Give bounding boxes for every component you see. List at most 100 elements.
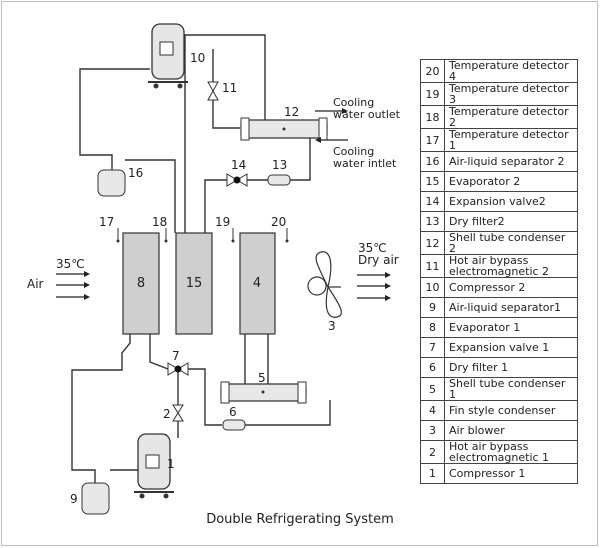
- shell-tube-condenser-1: 5: [220, 371, 307, 404]
- legend-number: 8: [420, 317, 445, 338]
- label-12: 12: [284, 105, 299, 119]
- legend-number: 10: [420, 277, 445, 298]
- legend-number: 7: [420, 337, 445, 358]
- cooling-outlet-label-2: water outlet: [333, 108, 401, 121]
- legend-component-name: Expansion valve2: [444, 191, 578, 212]
- diagram-title: Double Refrigerating System: [206, 512, 394, 527]
- dry-air-outlet: 35℃ Dry air: [357, 241, 399, 301]
- legend-component-name: Air blower: [444, 420, 578, 441]
- legend-number: 13: [420, 211, 445, 232]
- evaporator-2: 15: [175, 232, 213, 335]
- legend-number: 17: [420, 128, 445, 152]
- legend-number: 6: [420, 357, 445, 378]
- legend-component-name: Air-liquid separator1: [444, 297, 578, 318]
- air-outlet-temp: 35℃: [358, 241, 387, 255]
- bypass-valve-2: 11: [207, 81, 237, 101]
- label-20: 20: [271, 215, 286, 229]
- legend-number: 19: [420, 82, 445, 106]
- dry-filter-2: 13: [267, 158, 291, 186]
- label-11: 11: [222, 81, 237, 95]
- legend-number: 4: [420, 400, 445, 421]
- legend-number: 5: [420, 377, 445, 401]
- legend-component-name: Evaporator 1: [444, 317, 578, 338]
- compressor-1: 1: [134, 433, 175, 499]
- legend-component-name: Fin style condenser: [444, 400, 578, 421]
- legend-component-name: Temperature detector 3: [444, 82, 578, 106]
- label-6: 6: [229, 405, 237, 419]
- legend-component-name: Hot air bypass electromagnetic 1: [444, 440, 578, 464]
- legend-number: 11: [420, 254, 445, 278]
- label-10: 10: [190, 51, 205, 65]
- legend-component-name: Temperature detector 4: [444, 59, 578, 83]
- legend-component-name: Evaporator 2: [444, 171, 578, 192]
- legend-number: 14: [420, 191, 445, 212]
- label-7: 7: [172, 349, 180, 363]
- label-13: 13: [272, 158, 287, 172]
- label-18: 18: [152, 215, 167, 229]
- evaporator-1: 8: [122, 232, 160, 335]
- legend-component-name: Dry filter2: [444, 211, 578, 232]
- label-9: 9: [70, 492, 78, 506]
- legend-number: 3: [420, 420, 445, 441]
- legend-number: 15: [420, 171, 445, 192]
- label-19: 19: [215, 215, 230, 229]
- expansion-valve-1: 7: [167, 349, 189, 376]
- legend-number: 1: [420, 463, 445, 484]
- label-3: 3: [328, 319, 336, 333]
- expansion-valve-2: 14: [226, 158, 248, 187]
- dry-air-label: Dry air: [358, 253, 399, 267]
- legend-component-name: Shell tube condenser 2: [444, 231, 578, 255]
- legend-number: 18: [420, 105, 445, 129]
- fin-style-condenser: 4: [239, 232, 276, 335]
- legend-component-name: Dry filter 1: [444, 357, 578, 378]
- pipes-system-1: [71, 334, 331, 483]
- air-liquid-separator-2: 16: [97, 166, 143, 197]
- legend-number: 16: [420, 151, 445, 172]
- label-5: 5: [258, 371, 266, 385]
- dry-filter-1: 6: [222, 405, 246, 431]
- legend-number: 20: [420, 59, 445, 83]
- cooling-inlet-label-1: Cooling: [333, 145, 374, 158]
- legend-number: 12: [420, 231, 445, 255]
- legend-component-name: Compressor 1: [444, 463, 578, 484]
- air-inlet: 35℃ Air: [27, 257, 90, 300]
- label-8: 8: [137, 276, 145, 291]
- air-inlet-temp: 35℃: [56, 257, 85, 271]
- label-4: 4: [253, 276, 261, 291]
- air-blower: 3: [307, 251, 342, 333]
- label-16: 16: [128, 166, 143, 180]
- legend-number: 2: [420, 440, 445, 464]
- legend-component-name: Hot air bypass electromagnetic 2: [444, 254, 578, 278]
- legend-number: 9: [420, 297, 445, 318]
- legend-component-name: Air-liquid separator 2: [444, 151, 578, 172]
- label-17: 17: [99, 215, 114, 229]
- bypass-valve-1: 2: [163, 404, 184, 422]
- legend-component-name: Expansion valve 1: [444, 337, 578, 358]
- compressor-2: 10: [148, 23, 205, 89]
- cooling-water-arrows: Cooling water outlet Cooling water intle…: [315, 96, 401, 170]
- cooling-inlet-label-2: water intlet: [333, 157, 397, 170]
- label-1: 1: [167, 457, 175, 471]
